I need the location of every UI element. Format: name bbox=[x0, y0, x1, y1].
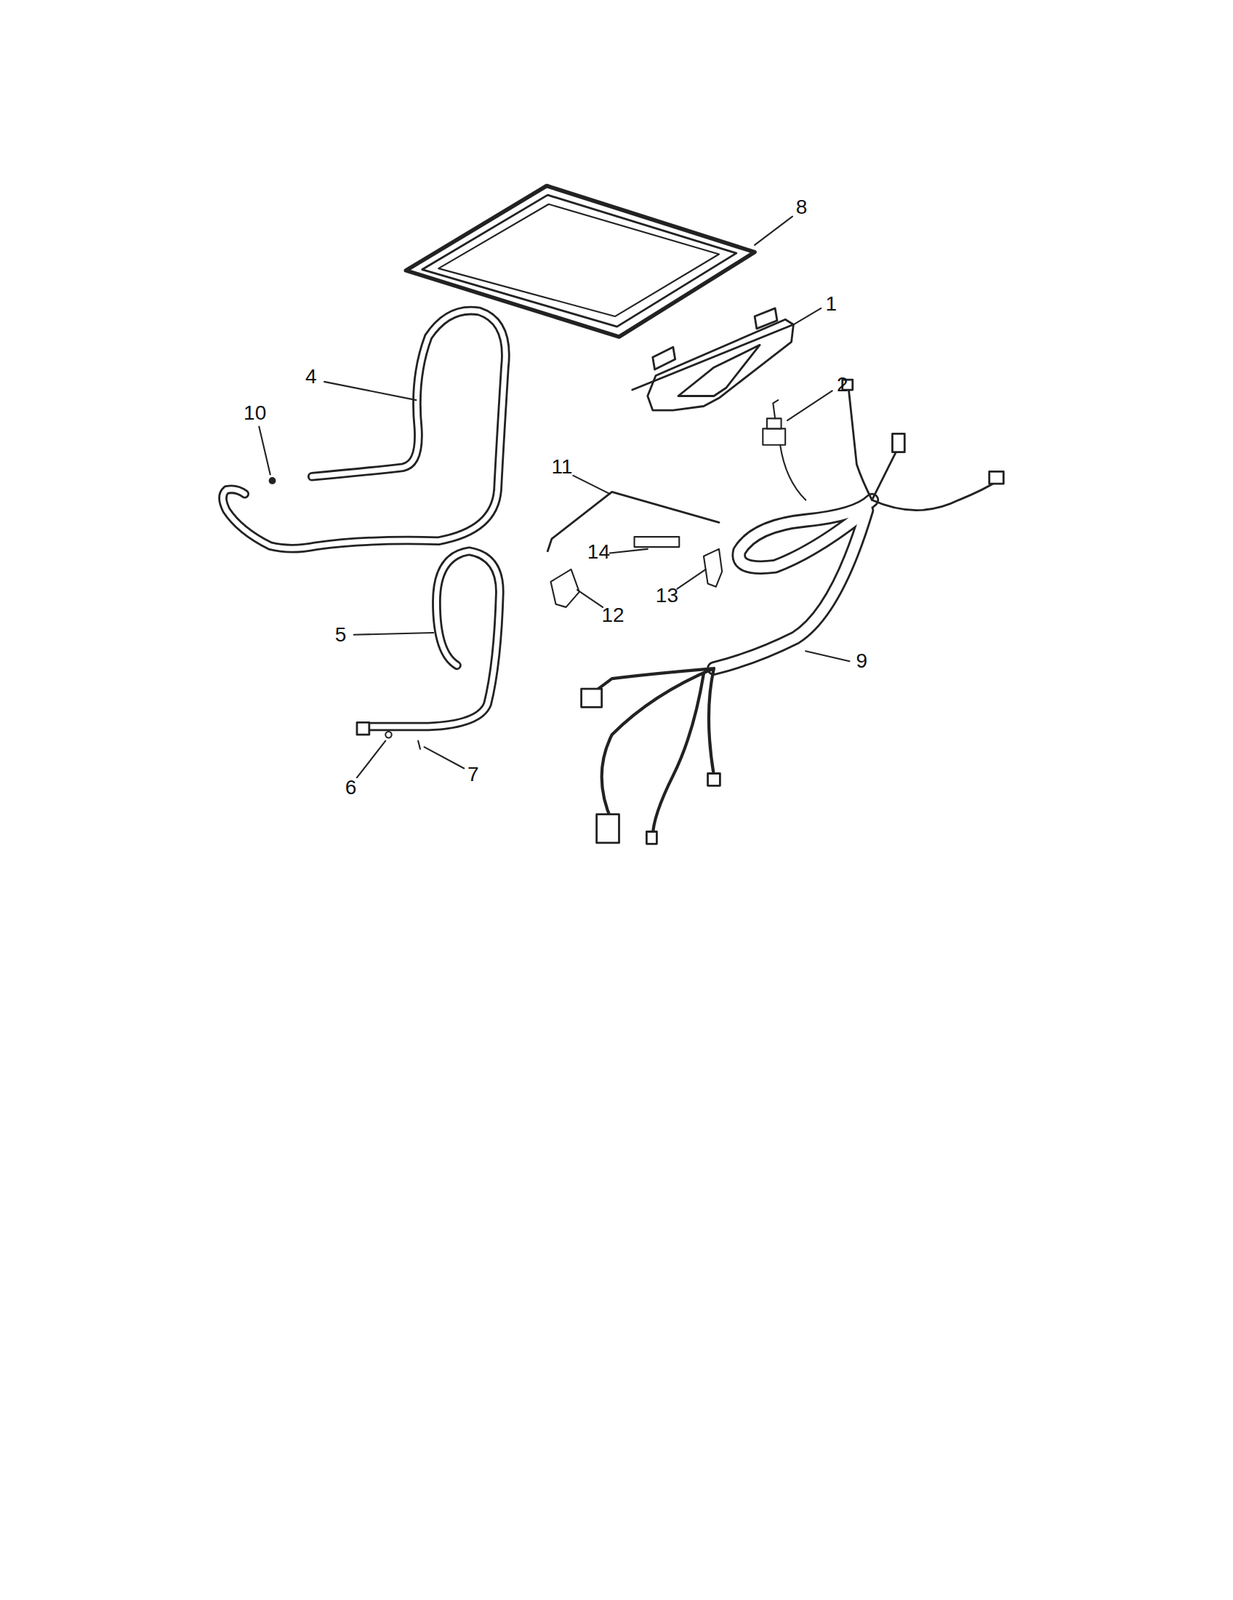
bracket bbox=[632, 308, 794, 411]
block bbox=[551, 569, 580, 608]
hose bbox=[223, 310, 506, 549]
hose bbox=[356, 551, 500, 749]
clip bbox=[634, 536, 680, 547]
callout-number: 14 bbox=[585, 540, 612, 563]
callout-number: 13 bbox=[654, 584, 680, 607]
callout-number: 5 bbox=[333, 623, 349, 646]
latch bbox=[703, 548, 722, 587]
callout-number: 4 bbox=[303, 365, 319, 388]
rod bbox=[547, 491, 720, 551]
leader-lines bbox=[258, 216, 850, 778]
wire-harness bbox=[581, 379, 1004, 844]
callout-number: 1 bbox=[823, 292, 839, 315]
callout-number: 7 bbox=[466, 763, 481, 786]
callout-number: 11 bbox=[549, 455, 574, 478]
callout-number: 10 bbox=[242, 402, 268, 424]
callout-number: 2 bbox=[835, 373, 850, 396]
callout-number: 8 bbox=[794, 196, 810, 219]
switch bbox=[762, 399, 806, 500]
callout-number: 12 bbox=[600, 604, 626, 626]
callout-number: 6 bbox=[343, 776, 359, 799]
callout-number: 9 bbox=[854, 649, 870, 672]
